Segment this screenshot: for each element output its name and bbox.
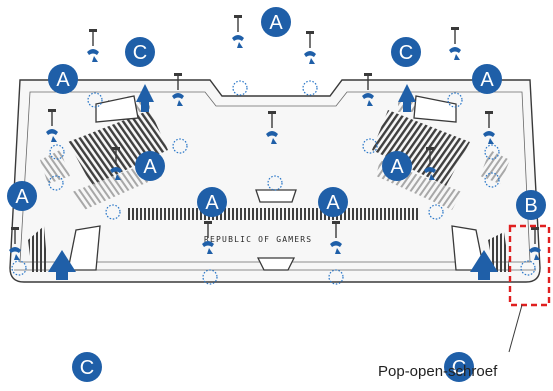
callout-badges: A A A A A A A A B C C C C [7,7,546,382]
screw-hole [172,138,188,154]
screw-hole [428,204,444,220]
rubber-feet [67,95,485,271]
screw-icon [529,227,541,260]
badge-c: C [444,352,474,382]
badge-letter: A [390,156,404,178]
badge-letter: A [269,12,283,34]
badge-a: A [48,64,78,94]
badge-letter: B [524,195,537,217]
badge-a: A [135,151,165,181]
screw-icon [362,73,374,106]
screw-icon [330,221,342,254]
badge-a: A [261,7,291,37]
screw-icon [483,111,495,144]
badge-letter: C [452,357,466,379]
screw-icon [232,15,244,48]
badge-a: A [472,64,502,94]
callout-line [508,304,523,353]
screw-hole [105,204,121,220]
screw-hole [362,138,378,154]
badge-letter: A [56,69,70,91]
screw-hole [520,260,536,276]
screw-hole [48,175,64,191]
screw-hole [232,80,248,96]
badge-letter: C [399,42,413,64]
screw-hole [447,92,463,108]
screw-icon [9,227,21,260]
screw-positions [11,80,536,285]
badge-letter: A [143,156,157,178]
up-arrow-icon [398,84,416,112]
badge-a: A [382,151,412,181]
screw-icon [304,31,316,64]
badge-letter: A [480,69,494,91]
up-arrow-icon [136,84,154,112]
screw-hole [328,269,344,285]
badge-c: C [72,352,102,382]
badge-a: A [7,181,37,211]
screw-hole [302,80,318,96]
screw-hole [49,144,65,160]
screw-icon [87,29,99,62]
screw-icon [449,27,461,60]
pop-open-screw-caption: Pop-open-schroef [378,363,498,380]
badge-c: C [125,37,155,67]
clip-arrows [48,84,498,280]
screw-icon [172,73,184,106]
screw-icon [424,147,436,180]
screw-hole [484,172,500,188]
screw-hole [267,175,283,191]
badge-a: A [318,187,348,217]
badge-letter: C [133,42,147,64]
badge-letter: A [326,192,340,214]
screw-icon [46,109,58,142]
screw-hole [484,144,500,160]
up-arrow-icon [470,250,498,280]
badge-a: A [197,187,227,217]
screw-hole [202,269,218,285]
badge-letter: A [205,192,219,214]
badge-letter: C [80,357,94,379]
badge-b: B [516,190,546,220]
screw-hole [87,92,103,108]
up-arrow-icon [48,250,76,280]
badge-c: C [391,37,421,67]
screw-icon [266,111,278,144]
badge-letter: A [15,186,29,208]
screw-hole [11,260,27,276]
brand-text: REPUBLIC OF GAMERS [204,235,312,244]
screw-icon [110,147,122,180]
screw-icon [202,221,214,254]
screw-icons [9,15,541,260]
